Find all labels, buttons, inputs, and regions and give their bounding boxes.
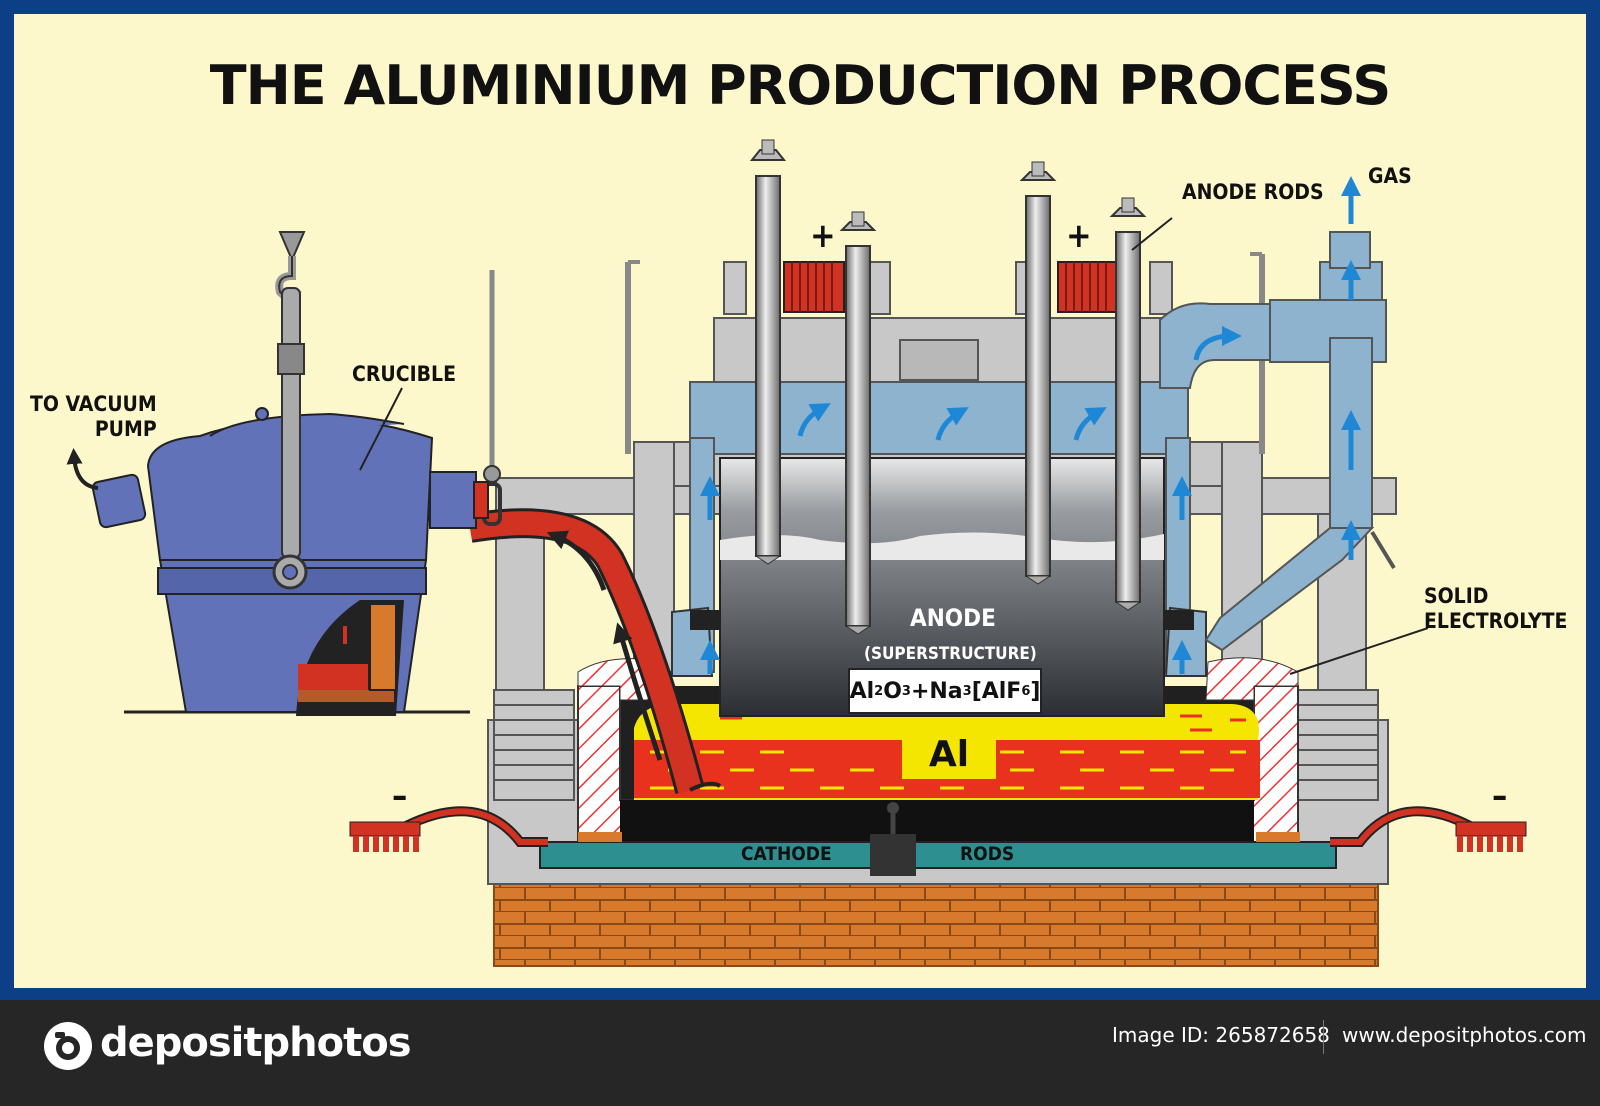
formula-f-sub: 6	[1021, 683, 1031, 699]
anode-rod-1	[749, 139, 787, 565]
page-title: THE ALUMINIUM PRODUCTION PROCESS	[209, 54, 1391, 117]
brick-foundation	[493, 881, 1379, 967]
to-vacuum-pump-label-line2: PUMP	[94, 417, 157, 441]
cathode-label: CATHODE	[741, 843, 832, 865]
anode-rod-3	[1019, 161, 1057, 585]
cathode-rods	[539, 802, 1337, 876]
anode-rods-label: ANODE RODS	[1182, 180, 1324, 204]
formula-na-sub: 3	[962, 683, 972, 699]
anode-rod-4	[1109, 197, 1147, 611]
negative-terminal-label: –	[392, 776, 408, 816]
vacuum-arrow	[66, 448, 99, 490]
cathode-cables	[349, 806, 1527, 852]
image-id: Image ID: 265872658	[1112, 1023, 1330, 1047]
solid-electrolyte-label: SOLID ELECTROLYTE	[1424, 584, 1567, 634]
formula-close: ]	[1030, 678, 1041, 704]
diagram-panel: THE ALUMINIUM PRODUCTION PROCESS	[14, 14, 1586, 988]
formula-alf: [AlF	[971, 678, 1022, 704]
solid-electrolyte-label-line2: ELECTROLYTE	[1424, 609, 1568, 633]
formula-na: +Na	[910, 678, 963, 704]
leader-lines	[359, 217, 1429, 675]
camera-logo-icon	[44, 1022, 92, 1070]
footer-bar: depositphotos Image ID: 265872658 www.de…	[0, 1000, 1600, 1106]
positive-terminal-label: +	[1066, 216, 1092, 256]
formula-o: O	[883, 678, 902, 704]
anode-label: ANODE	[910, 604, 996, 632]
negative-terminal-label: –	[1492, 776, 1508, 816]
gas-flow-arrows	[700, 176, 1361, 674]
aluminium-process-diagram	[66, 139, 1527, 967]
anode-clamps	[723, 261, 1173, 315]
formula-o-sub: 3	[901, 683, 911, 699]
positive-terminal-label: +	[810, 216, 836, 256]
aluminium-label: Al	[902, 729, 996, 779]
formula-al: Al	[849, 678, 875, 704]
crucible-hook	[272, 231, 308, 590]
to-vacuum-pump-label-line1: TO VACUUM	[30, 392, 157, 416]
superstructure-label: (SUPERSTRUCTURE)	[864, 644, 1037, 664]
footer-url[interactable]: www.depositphotos.com	[1342, 1023, 1587, 1047]
formula-al-sub: 2	[874, 683, 884, 699]
rods-label: RODS	[960, 843, 1015, 865]
footer-divider	[1323, 1020, 1324, 1054]
crucible-label: CRUCIBLE	[352, 362, 456, 386]
side-ribs	[494, 704, 1378, 781]
gas-collector-right	[1164, 606, 1207, 677]
logo-text: depositphotos	[100, 1020, 412, 1066]
solid-electrolyte-label-line1: SOLID	[1424, 584, 1489, 608]
siphon-tube	[467, 508, 722, 794]
anode-rod-2	[839, 211, 877, 635]
to-vacuum-pump-label: TO VACUUM PUMP	[30, 392, 157, 442]
gas-label: GAS	[1368, 164, 1412, 188]
